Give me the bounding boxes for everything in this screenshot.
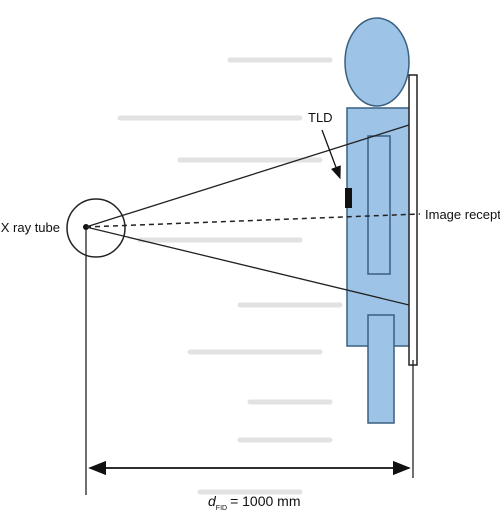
tld-dosimeter — [345, 188, 352, 208]
tld-pointer-arrow — [321, 129, 341, 180]
background-ghost-lines — [117, 57, 343, 495]
patient-figure — [344, 17, 411, 424]
tld-label: TLD — [308, 110, 333, 125]
patient-legs — [367, 314, 395, 424]
distance-variable: d — [208, 493, 217, 509]
patient-head — [344, 17, 410, 107]
distance-value: = 1000 mm — [230, 493, 300, 509]
beam-upper-edge — [85, 124, 410, 228]
spine-outline — [367, 135, 391, 275]
distance-label: dFID= 1000 mm — [208, 493, 301, 512]
beam-lower-edge — [85, 226, 410, 306]
image-receptor-label: Image receptor — [425, 207, 500, 222]
beam-central-ray — [85, 213, 421, 228]
distance-subscript: FID — [216, 505, 227, 512]
x-ray-tube-label: X ray tube — [1, 220, 60, 235]
image-receptor-plate — [408, 74, 418, 366]
x-ray-tube-circle — [66, 198, 126, 258]
patient-torso — [346, 107, 411, 347]
